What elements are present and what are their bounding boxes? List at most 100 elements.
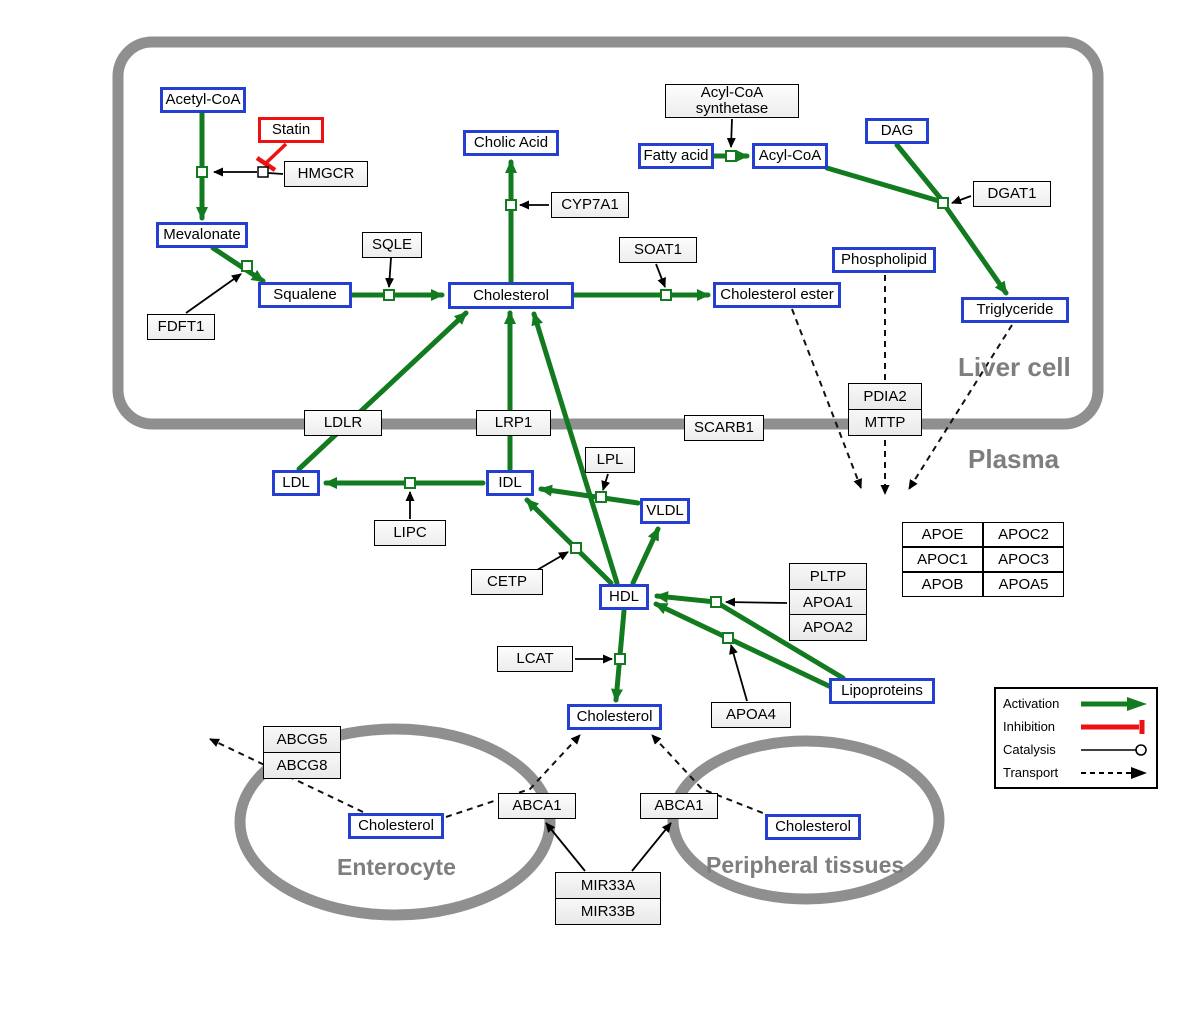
node-fatty-acid[interactable]: Fatty acid [638, 143, 714, 169]
node-triglyceride[interactable]: Triglyceride [961, 297, 1069, 323]
complex-pdia2-mttp: PDIA2 MTTP [848, 383, 922, 436]
node-squalene[interactable]: Squalene [258, 282, 352, 308]
node-phospholipid[interactable]: Phospholipid [832, 247, 936, 273]
enzyme-lcat[interactable]: LCAT [497, 646, 573, 672]
legend-transport-label: Transport [1003, 765, 1059, 780]
enzyme-pdia2[interactable]: PDIA2 [848, 383, 922, 410]
edge-mir33-abca1-left [545, 822, 586, 872]
activation-edges [196, 110, 1009, 703]
junction-node-hmgcr-statin [257, 166, 269, 178]
reaction-node-cetp [570, 542, 582, 554]
legend-row-catalysis: Catalysis [1003, 742, 1149, 758]
enzyme-lrp1[interactable]: LRP1 [476, 410, 551, 436]
reaction-node-apoa4 [722, 632, 734, 644]
edge-dag-dgatreaction [894, 142, 944, 202]
node-dag[interactable]: DAG [865, 118, 929, 144]
node-cholesterol-ester[interactable]: Cholesterol ester [713, 282, 841, 308]
catalysis-edges [185, 118, 972, 872]
complex-mir33a-mir33b: MIR33A MIR33B [555, 872, 661, 925]
enzyme-abca1-right[interactable]: ABCA1 [640, 793, 718, 819]
node-lipoproteins[interactable]: Lipoproteins [829, 678, 935, 704]
edge-lipoproteins-hdl-1 [653, 601, 834, 690]
apolipoprotein-table: APOE APOC2 APOC1 APOC3 APOB APOA5 [902, 522, 1064, 597]
enzyme-apoa1[interactable]: APOA1 [789, 588, 867, 616]
edge-apoa4 [729, 644, 748, 702]
reaction-node-sqle [383, 289, 395, 301]
complex-pltp-apoa1-apoa2: PLTP APOA1 APOA2 [789, 563, 867, 641]
edge-dgat1 [951, 195, 972, 205]
enzyme-acyl-coa-synthetase[interactable]: Acyl-CoA synthetase [665, 84, 799, 118]
enzyme-scarb1[interactable]: SCARB1 [684, 415, 764, 441]
liver-cell-outline [112, 36, 1104, 430]
edge-dgatreaction-triglyceride [943, 204, 1009, 296]
apo-cell-apoc2[interactable]: APOC2 [983, 522, 1064, 547]
enzyme-cyp7a1[interactable]: CYP7A1 [551, 192, 629, 218]
edge-lpl [601, 473, 610, 491]
reaction-node-soat1 [660, 289, 672, 301]
activation-arrow-icon [1081, 696, 1147, 711]
enzyme-apoa4[interactable]: APOA4 [711, 702, 791, 728]
edge-cholesterolester-plasma [791, 308, 862, 489]
node-cholesterol-peripheral[interactable]: Cholesterol [765, 814, 861, 840]
enzyme-mttp[interactable]: MTTP [848, 408, 922, 436]
enzyme-sqle[interactable]: SQLE [362, 232, 422, 258]
node-statin[interactable]: Statin [258, 117, 324, 143]
apo-cell-apoa5[interactable]: APOA5 [983, 572, 1064, 597]
legend-row-inhibition: Inhibition [1003, 719, 1149, 735]
reaction-nodes [196, 150, 949, 665]
node-acetyl-coa[interactable]: Acetyl-CoA [160, 87, 246, 113]
node-idl[interactable]: IDL [486, 470, 534, 496]
apo-cell-apoc1[interactable]: APOC1 [902, 547, 983, 572]
enzyme-mir33b[interactable]: MIR33B [555, 897, 661, 925]
legend-row-activation: Activation [1003, 696, 1149, 712]
edge-hdl-livercholesterol [531, 311, 620, 586]
node-hdl[interactable]: HDL [599, 584, 649, 610]
edge-vldl-idl [538, 484, 641, 506]
enzyme-dgat1[interactable]: DGAT1 [973, 181, 1051, 207]
legend-row-transport: Transport [1003, 765, 1149, 781]
legend-inhibition-label: Inhibition [1003, 719, 1056, 734]
node-mevalonate[interactable]: Mevalonate [156, 222, 248, 248]
legend-activation-label: Activation [1003, 696, 1060, 711]
enzyme-ldlr[interactable]: LDLR [304, 410, 382, 436]
complex-abcg5-abcg8: ABCG5 ABCG8 [263, 726, 341, 779]
enzyme-abcg8[interactable]: ABCG8 [263, 751, 341, 779]
enzyme-apoa2[interactable]: APOA2 [789, 614, 867, 641]
node-cholesterol-enterocyte[interactable]: Cholesterol [348, 813, 444, 839]
edge-ldl-livercholesterol [296, 310, 469, 472]
enzyme-soat1[interactable]: SOAT1 [619, 237, 697, 263]
node-cholesterol-liver[interactable]: Cholesterol [448, 282, 574, 309]
node-vldl[interactable]: VLDL [640, 498, 690, 524]
enzyme-fdft1[interactable]: FDFT1 [147, 314, 215, 340]
enzyme-lpl[interactable]: LPL [585, 447, 635, 473]
edge-acylcoa-synthetase [726, 118, 736, 148]
liver-cell-label: Liver cell [958, 352, 1071, 382]
enzyme-cetp[interactable]: CETP [471, 569, 543, 595]
peripheral-tissues-outline [667, 735, 945, 905]
edge-statin-tee [255, 156, 277, 172]
enzyme-lipc[interactable]: LIPC [374, 520, 446, 546]
enzyme-abcg5[interactable]: ABCG5 [263, 726, 341, 753]
enzyme-abca1-left[interactable]: ABCA1 [498, 793, 576, 819]
apo-cell-apob[interactable]: APOB [902, 572, 983, 597]
enzyme-hmgcr[interactable]: HMGCR [284, 161, 368, 187]
peripheral-tissues-label: Peripheral tissues [706, 852, 905, 878]
node-cholic-acid[interactable]: Cholic Acid [463, 130, 559, 156]
edge-soat1 [655, 263, 666, 288]
node-ldl[interactable]: LDL [272, 470, 320, 496]
edge-fdft1 [185, 273, 242, 314]
reaction-node-pltp [710, 596, 722, 608]
edge-pltp-complex [725, 597, 788, 607]
apo-cell-apoe[interactable]: APOE [902, 522, 983, 547]
node-cholesterol-plasma[interactable]: Cholesterol [567, 704, 662, 730]
edge-hdl-idl-cetp [524, 497, 614, 586]
enzyme-pltp[interactable]: PLTP [789, 563, 867, 590]
edge-mir33-abca1-right [631, 822, 672, 872]
plasma-label: Plasma [968, 444, 1060, 474]
reaction-node-dgat1 [937, 197, 949, 209]
reaction-node-cyp7a1 [505, 199, 517, 211]
apo-cell-apoc3[interactable]: APOC3 [983, 547, 1064, 572]
edge-statin-line [264, 142, 288, 165]
node-acyl-coa[interactable]: Acyl-CoA [752, 143, 828, 169]
enzyme-mir33a[interactable]: MIR33A [555, 872, 661, 899]
